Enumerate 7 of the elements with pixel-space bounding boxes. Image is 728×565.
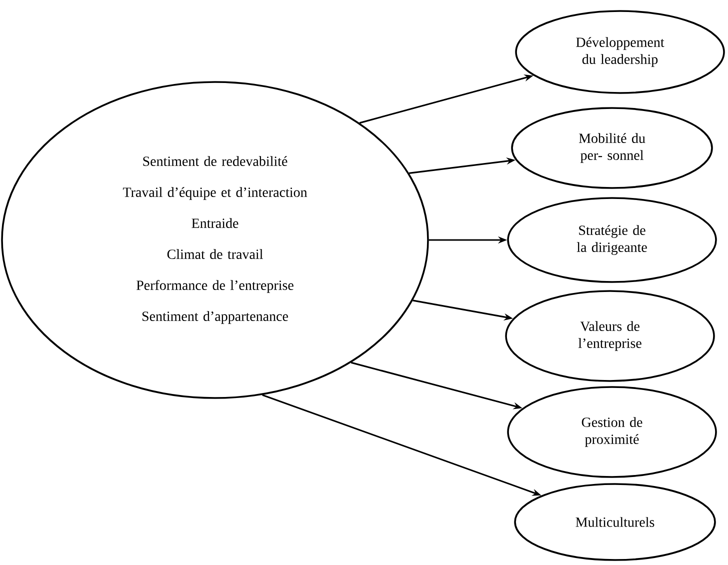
ellipse-node: Développement du leadership [515, 10, 725, 94]
ellipse-node: Stratégie de la dirigeante [507, 197, 717, 283]
ellipse-node: Valeurs de l’entreprise [505, 290, 715, 382]
ellipse-node: Mobilité du per- sonnel [511, 107, 713, 189]
ellipse-node: Gestion de proximité [507, 386, 717, 478]
ellipse-node: Sentiment de redevabilité Travail d’équipe et d’interaction Entraide Climat de travail Performance de l’entreprise Sentiment d’appartenance [1, 81, 429, 399]
ellipse-node: Multiculturels [514, 483, 716, 561]
